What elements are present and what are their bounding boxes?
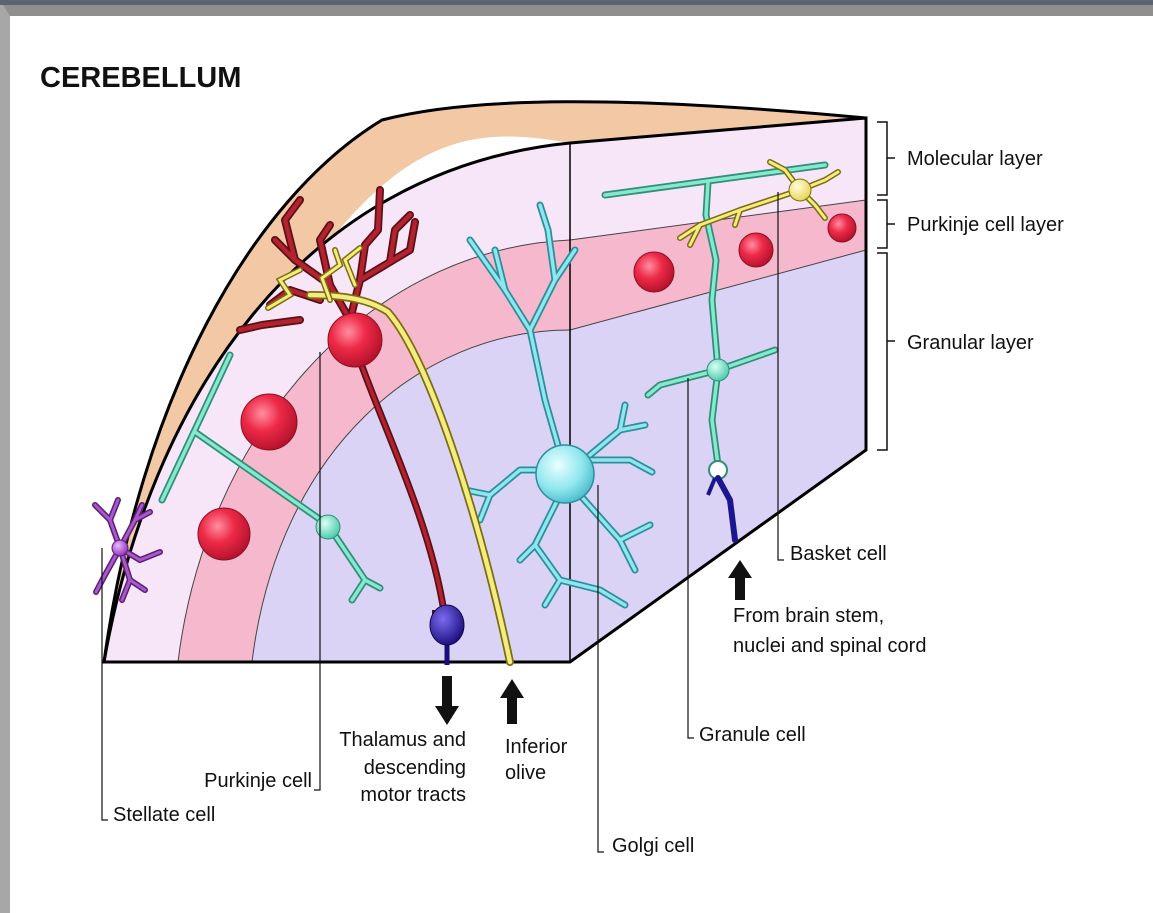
brainstem-arrow [728, 560, 752, 600]
label-inferior-olive-line1: Inferior [505, 736, 568, 758]
label-inferior-olive-line2: olive [505, 762, 546, 784]
label-brainstem-line2: nuclei and spinal cord [733, 635, 926, 657]
diagram-title: CEREBELLUM [40, 62, 241, 94]
label-granule-cell: Granule cell [699, 724, 806, 746]
golgi-soma [536, 445, 594, 503]
label-stellate-cell: Stellate cell [113, 804, 215, 826]
main-purkinje-soma [328, 313, 382, 367]
label-purkinje-cell-layer: Purkinje cell layer [907, 214, 1064, 236]
label-purkinje-cell: Purkinje cell [204, 770, 312, 792]
label-molecular-layer: Molecular layer [907, 148, 1043, 170]
label-basket-cell: Basket cell [790, 543, 887, 565]
deep-nucleus-neuron [430, 605, 464, 645]
inferior-olive-arrow [500, 679, 524, 724]
label-thalamus-line2: descending [364, 757, 466, 779]
label-golgi-cell: Golgi cell [612, 835, 694, 857]
label-brainstem-line1: From brain stem, [733, 605, 884, 627]
layer-brackets [877, 122, 895, 450]
thalamus-arrow [435, 676, 459, 725]
label-thalamus-line1: Thalamus and [339, 729, 466, 751]
label-granular-layer: Granular layer [907, 332, 1034, 354]
label-thalamus-line3: motor tracts [360, 784, 466, 806]
